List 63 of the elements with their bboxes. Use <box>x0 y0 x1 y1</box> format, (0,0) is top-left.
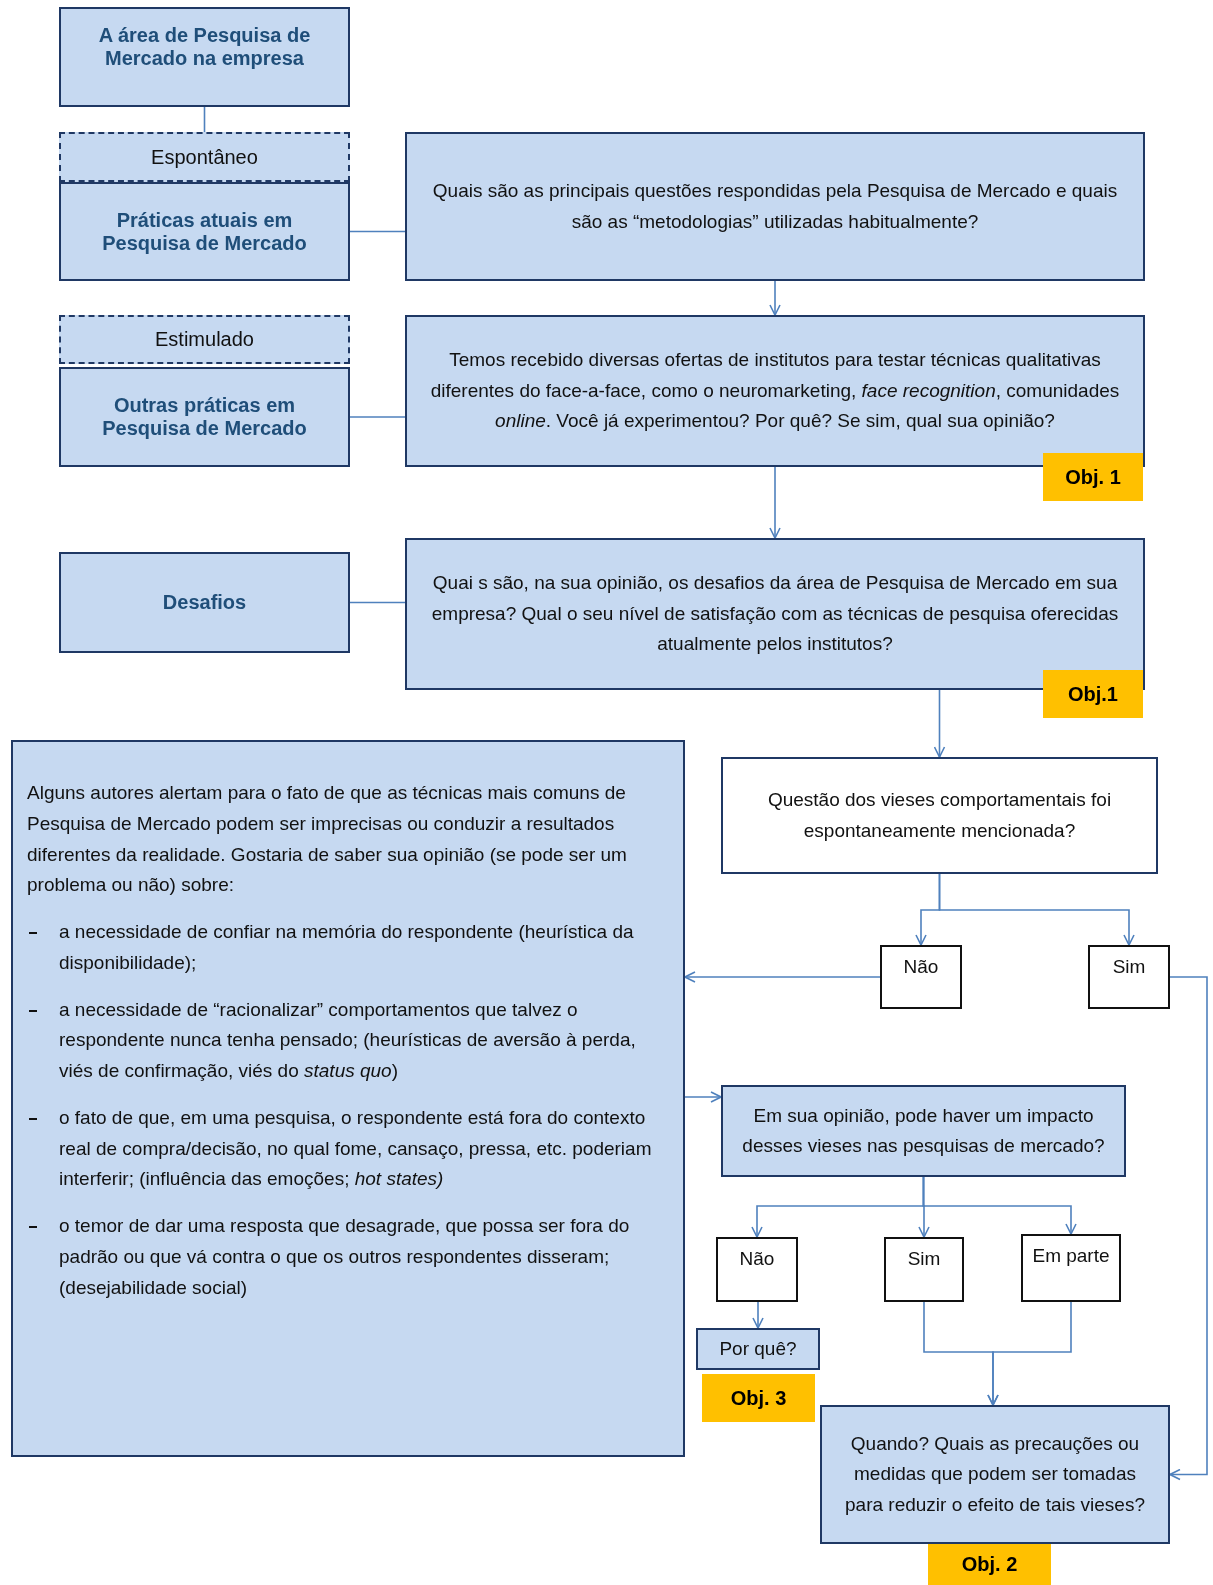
arrow <box>938 873 1135 946</box>
node-text: Questão dos vieses comportamentais foi espontaneamente mencionada? <box>766 788 1113 843</box>
bullet-text: o temor de dar uma resposta que desagrade, que possa ser fora do padrão ou que vá contra o que os outros respondentes disseram; (desejabilidade social) <box>59 1214 631 1300</box>
answer-box <box>884 1237 964 1302</box>
bullet-text: a necessidade de “racionalizar” comportamentos que talvez o respondente nunca tenha pensado; (heurísticas de aversão à perda, viés de confirmação, viés do status quo) <box>59 997 637 1084</box>
node-text: Quais são as principais questões respondidas pela Pesquisa de Mercado e quais são as “metodologias” utilizadas habitualmente? <box>431 179 1119 234</box>
node-text: Em parte <box>1032 1244 1110 1268</box>
node-text: Outras práticas em Pesquisa de Mercado <box>101 394 308 440</box>
node-text: Não <box>739 1247 775 1271</box>
node-text: Estimulado <box>155 328 254 351</box>
answer-box <box>1021 1234 1121 1302</box>
arrow <box>769 280 781 316</box>
node-text: Sim <box>907 1247 941 1271</box>
node-text: Obj.1 <box>1068 682 1118 706</box>
question-box <box>405 132 1145 281</box>
arrow <box>933 689 946 758</box>
bullet-text: a necessidade de confiar na memória do respondente (heurística da disponibilidade); <box>59 920 635 975</box>
node-text: Sim <box>1112 955 1146 979</box>
node-text: Obj. 3 <box>730 1386 787 1410</box>
node-text: Desafios <box>162 591 247 614</box>
node-text: Quai s são, na sua opinião, os desafios da área de Pesquisa de Mercado em sua empresa? Qual o seu nível de satisfação com as técnicas de pesquisa oferecidas atualmente pelos institutos? <box>430 571 1120 657</box>
objective-tag <box>928 1544 1051 1585</box>
objective-tag <box>702 1374 815 1422</box>
objective-tag <box>1043 670 1143 718</box>
answer-box <box>880 945 962 1009</box>
connector-line <box>349 230 406 233</box>
node-text: Obj. 1 <box>1065 465 1121 489</box>
arrow <box>1169 976 1208 1481</box>
connector-line <box>349 416 406 418</box>
question-box <box>721 1085 1126 1177</box>
arrow <box>684 971 881 983</box>
node-text: Obj. 2 <box>961 1553 1018 1576</box>
answer-box <box>716 1237 798 1302</box>
arrow <box>769 466 781 539</box>
node-text: Práticas atuais em Pesquisa de Mercado <box>101 208 308 255</box>
category-box <box>59 132 350 182</box>
question-box <box>11 740 685 1457</box>
question-text: Alguns autores alertam para o fato de que as técnicas mais comuns de Pesquisa de Mercado podem ser imprecisas ou conduzir a resultados diferentes da realidade. Gostaria de saber sua opinião (se pode ser um problema ou não) sobre: <box>27 781 628 898</box>
topic-box <box>59 7 350 107</box>
node-text: Em sua opinião, pode haver um impacto desses vieses nas pesquisas de mercado? <box>741 1103 1106 1158</box>
bullet-text: o fato de que, em uma pesquisa, o respondente está fora do contexto real de compra/decisão, no qual fome, cansaço, pressa, etc. poderiam interferir; (influência das emoções; hot states) <box>59 1105 653 1192</box>
node-text: Não <box>903 955 939 979</box>
node-text: Espontâneo <box>151 145 258 169</box>
answer-box <box>1088 945 1170 1009</box>
arrow <box>987 1301 1072 1406</box>
node-text: Por quê? <box>719 1336 797 1361</box>
question-box <box>721 757 1158 874</box>
arrow <box>684 1091 722 1103</box>
objective-tag <box>1043 453 1143 501</box>
question-box <box>696 1328 820 1370</box>
connector-line <box>203 106 206 133</box>
arrow <box>752 1301 764 1329</box>
node-text: Quando? Quais as precauções ou medidas que podem ser tomadas para reduzir o efeito de tais vieses? <box>844 1431 1146 1517</box>
arrow <box>922 1176 1077 1235</box>
topic-box <box>59 367 350 467</box>
question-box <box>820 1405 1170 1544</box>
node-text: A área de Pesquisa de Mercado na empresa <box>97 24 312 70</box>
topic-box <box>59 552 350 653</box>
topic-box <box>59 182 350 281</box>
connector-line <box>349 601 406 604</box>
question-box <box>405 315 1145 467</box>
node-text: Temos recebido diversas ofertas de institutos para testar técnicas qualitativas diferentes do face-a-face, como o neuromarketing, face recognition, comunidades online. Você já experimentou? Por quê? Se sim, qual sua opinião? <box>429 348 1121 434</box>
category-box <box>59 315 350 364</box>
